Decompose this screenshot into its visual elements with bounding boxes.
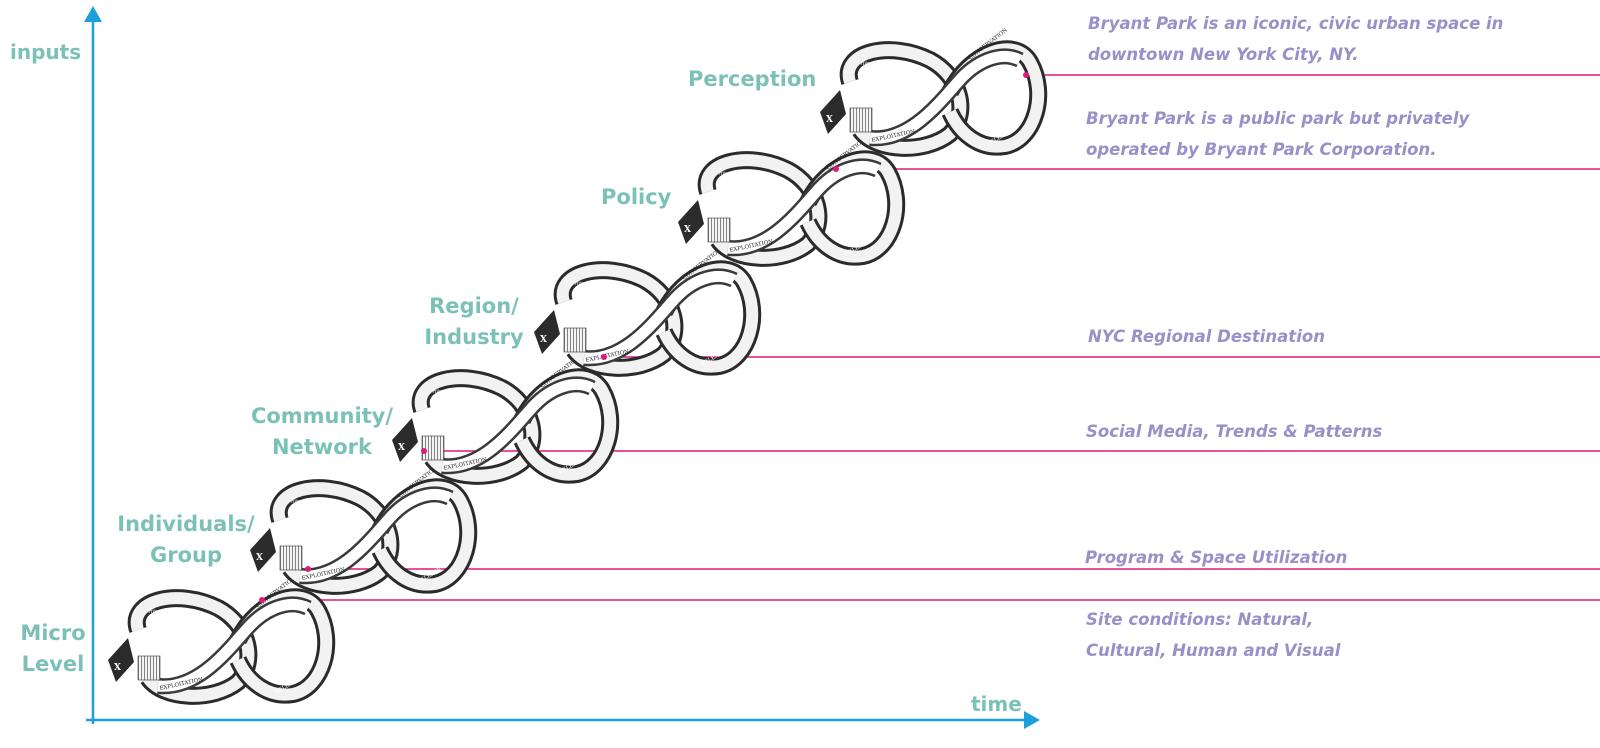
level-label-line1: Micro <box>20 621 86 645</box>
x-axis-arrowhead <box>1024 711 1040 729</box>
note-site-conditions: Site conditions: Natural, Cultural, Huma… <box>1086 604 1340 666</box>
leader-dot <box>833 166 839 172</box>
level-label-line2: Network <box>271 435 372 459</box>
ribbon-cross-strand-face <box>869 50 1023 144</box>
x-mark-label: X <box>114 663 121 673</box>
x-mark-label: X <box>256 553 263 563</box>
reorganization-label: REORGANIZATION <box>289 498 343 521</box>
ribbon-cross-strand-face <box>583 270 737 364</box>
level-label-line2: Industry <box>424 325 524 349</box>
leader-dot <box>259 597 265 603</box>
level-label-line2: Level <box>21 652 85 676</box>
note-line1: Social Media, Trends & Patterns <box>1086 422 1383 441</box>
x-axis-label: time <box>971 692 1022 716</box>
reorganization-label: REORGANIZATION <box>431 388 485 411</box>
note-iconic-space: Bryant Park is an iconic, civic urban sp… <box>1088 8 1503 70</box>
x-mark-label: X <box>826 115 833 125</box>
note-line1: Site conditions: Natural, <box>1086 610 1314 629</box>
note-line1: NYC Regional Destination <box>1088 327 1325 346</box>
ribbon-cross-strand-face <box>299 488 453 582</box>
ribbon-hatched-tail <box>849 107 873 133</box>
note-line2: downtown New York City, NY. <box>1088 45 1359 64</box>
ribbon-cross-strand-face <box>441 378 595 472</box>
level-label-community: Community/ Network <box>244 401 400 463</box>
x-mark-label: X <box>684 225 691 235</box>
note-program-space: Program & Space Utilization <box>1085 542 1347 573</box>
leader-dot <box>421 448 427 454</box>
leader-lines <box>262 74 1600 601</box>
ribbon-hatched-tail <box>707 217 731 243</box>
ribbon-start-flap <box>678 200 704 244</box>
reorganization-label: REORGANIZATION <box>859 60 913 83</box>
reorganization-label: REORGANIZATION <box>717 170 771 193</box>
note-line2: operated by Bryant Park Corporation. <box>1086 140 1437 159</box>
level-label-line1: Community/ <box>250 404 394 428</box>
reorganization-label: REORGANIZATION <box>147 608 201 631</box>
note-line1: Program & Space Utilization <box>1085 548 1348 567</box>
leader-dot <box>1023 72 1029 78</box>
ribbon-start-flap <box>820 90 846 134</box>
level-label-line1: Region/ <box>429 294 519 318</box>
note-line2: Cultural, Human and Visual <box>1086 641 1341 660</box>
level-label-micro: Micro Level <box>14 618 92 680</box>
y-axis-arrowhead <box>84 6 102 22</box>
y-axis-label: inputs <box>10 40 82 64</box>
ribbon-start-flap <box>108 638 134 682</box>
level-label-perception: Perception <box>688 64 816 95</box>
x-mark-label: X <box>540 335 547 345</box>
level-label-line2: Group <box>149 543 222 567</box>
note-social-media: Social Media, Trends & Patterns <box>1086 416 1382 447</box>
x-mark-label: X <box>398 443 405 453</box>
ribbon-start-flap <box>250 528 276 572</box>
leader-dot <box>305 566 311 572</box>
reorganization-label: REORGANIZATION <box>573 280 627 303</box>
level-label-policy: Policy <box>601 182 671 213</box>
note-public-park: Bryant Park is a public park but private… <box>1086 103 1469 165</box>
leader-dot <box>601 354 607 360</box>
note-regional-destination: NYC Regional Destination <box>1088 321 1325 352</box>
level-label-region: Region/ Industry <box>416 291 532 353</box>
ribbon-cross-strand-face <box>727 160 881 254</box>
level-label-line1: Policy <box>601 185 672 209</box>
level-label-line1: Individuals/ <box>117 512 255 536</box>
ribbon-hatched-tail <box>421 435 445 461</box>
note-line1: Bryant Park is a public park but private… <box>1086 109 1470 128</box>
ribbon-hatched-tail <box>279 545 303 571</box>
ribbon-hatched-tail <box>563 327 587 353</box>
ribbon-hatched-tail <box>137 655 161 681</box>
ribbon-start-flap <box>534 310 560 354</box>
level-label-line1: Perception <box>688 67 817 91</box>
note-line1: Bryant Park is an iconic, civic urban sp… <box>1088 14 1504 33</box>
level-label-individuals: Individuals/ Group <box>112 509 260 571</box>
ribbon-start-flap <box>392 418 418 462</box>
ribbon-cross-strand-face <box>157 598 311 692</box>
